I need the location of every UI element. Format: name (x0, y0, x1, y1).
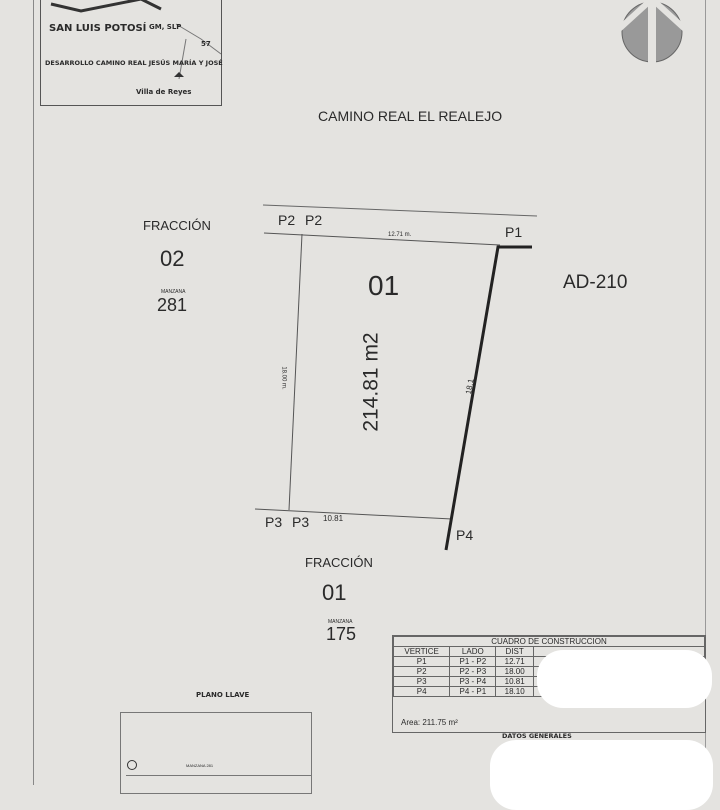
general-data-title: DATOS GENERALES (502, 732, 572, 740)
bottom-manzana-label: MANZANA (328, 619, 353, 625)
cell: P3 - P4 (449, 676, 497, 687)
cell: P3 (392, 676, 451, 687)
table-title: CUADRO DE CONSTRUCCION (393, 636, 705, 647)
cell: P4 - P1 (449, 686, 497, 697)
key-plan-circle-icon (127, 760, 137, 770)
left-manzana: 281 (157, 295, 188, 315)
map-roads (50, 0, 221, 80)
cell: 10.81 (495, 676, 534, 687)
north-arrow-icon (617, 0, 687, 67)
cell: P4 (392, 686, 451, 697)
left-fraction-label: FRACCIÓN (143, 218, 211, 233)
left-manzana-label: MANZANA (161, 289, 186, 295)
key-plan-label: MANZANA 281 (186, 763, 214, 768)
page-right-edge (705, 0, 706, 785)
header-lado: LADO (449, 646, 497, 657)
table-area: Area: 211.75 m² (401, 718, 458, 727)
dim-bottom: 10.81 (323, 514, 344, 523)
vertex-p4: P4 (456, 527, 474, 543)
dim-left: 18.00 m. (280, 366, 287, 390)
lot-area: 214.81 m2 (359, 332, 383, 432)
cell: P2 (392, 666, 451, 677)
vertex-p2-b: P2 (305, 212, 323, 228)
right-neighbor: AD-210 (563, 272, 628, 293)
key-plan-title: PLANO LLAVE (196, 691, 250, 699)
redaction-general (490, 740, 713, 810)
page-left-edge (33, 0, 34, 785)
location-map: SAN LUIS POTOSÍ GM, SLP 57 DESARROLLO CA… (40, 0, 223, 106)
vertex-p1: P1 (505, 224, 523, 240)
cell: 12.71 (495, 656, 534, 667)
key-plan-box: MANZANA 281 (120, 712, 312, 794)
cell: P1 (392, 656, 451, 667)
redaction-table (537, 650, 712, 708)
cell: P1 - P2 (449, 656, 497, 667)
header-vertice: VERTICE (392, 646, 451, 657)
cell: 18.10 (495, 686, 534, 697)
map-town: Villa de Reyes (136, 88, 192, 96)
map-road: 57 (201, 40, 211, 48)
dim-top: 12.71 m. (388, 232, 412, 238)
bottom-fraction-number: 01 (322, 580, 347, 605)
bottom-fraction-label: FRACCIÓN (305, 555, 373, 570)
map-development: DESARROLLO CAMINO REAL JESÚS MARÍA Y JOS… (45, 59, 223, 67)
street-name: CAMINO REAL EL REALEJO (318, 108, 503, 124)
map-city: GM, SLP (149, 23, 182, 31)
header-dist: DIST (495, 646, 534, 657)
cell: 18.00 (495, 666, 534, 677)
vertex-p3-a: P3 (265, 514, 283, 530)
cell: P2 - P3 (449, 666, 497, 677)
vertex-p2-a: P2 (278, 212, 296, 228)
map-state: SAN LUIS POTOSÍ (49, 23, 147, 34)
key-plan-divider (126, 775, 311, 776)
bottom-manzana: 175 (326, 624, 357, 644)
vertex-p3-b: P3 (292, 514, 310, 530)
lot-number: 01 (368, 270, 400, 301)
left-fraction-number: 02 (160, 246, 185, 271)
lot-plan (254, 204, 538, 551)
